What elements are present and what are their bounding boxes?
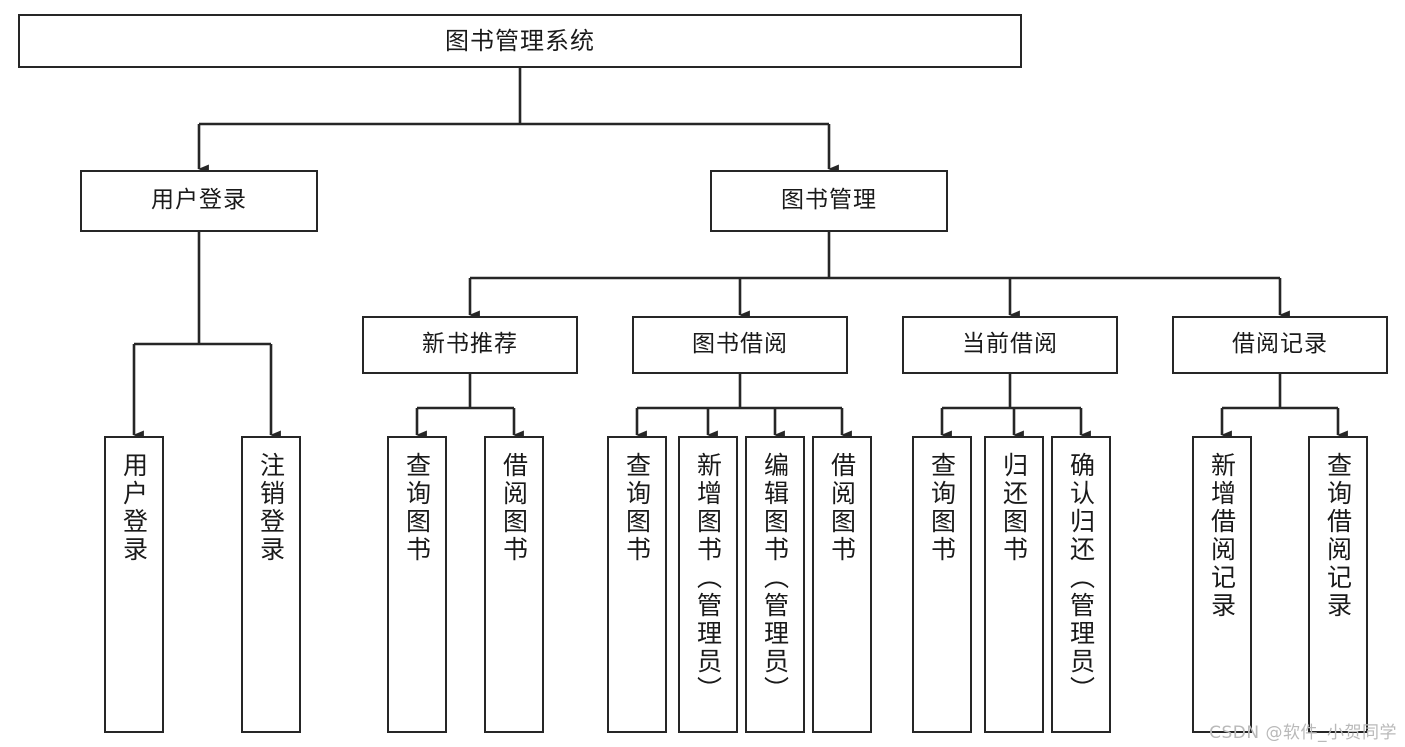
node-label: 编辑图书（管理员）: [760, 452, 790, 704]
node-label: 当前借阅: [962, 331, 1058, 358]
node-label: 借阅图书: [499, 452, 529, 564]
node-label: 图书管理: [781, 187, 877, 214]
node-label: 用户登录: [119, 452, 149, 564]
node-leaf-borrow-book[interactable]: 借阅图书: [812, 436, 872, 733]
node-label: 图书管理系统: [445, 26, 595, 55]
node-leaf-borrow-books-rec[interactable]: 借阅图书: [484, 436, 544, 733]
node-label: 查询图书: [402, 452, 432, 564]
node-label: 借阅图书: [827, 452, 857, 564]
node-leaf-add-borrow-record[interactable]: 新增借阅记录: [1192, 436, 1252, 733]
node-leaf-query-books-rec[interactable]: 查询图书: [387, 436, 447, 733]
node-label: 借阅记录: [1232, 331, 1328, 358]
node-leaf-query-books-borrow[interactable]: 查询图书: [607, 436, 667, 733]
node-root[interactable]: 图书管理系统: [18, 14, 1022, 68]
node-leaf-add-book-admin[interactable]: 新增图书（管理员）: [678, 436, 738, 733]
node-label: 查询借阅记录: [1323, 452, 1353, 620]
node-user-login[interactable]: 用户登录: [80, 170, 318, 232]
node-current-borrow[interactable]: 当前借阅: [902, 316, 1118, 374]
node-label: 确认归还（管理员）: [1066, 452, 1096, 704]
node-label: 查询图书: [927, 452, 957, 564]
node-label: 归还图书: [999, 452, 1029, 564]
node-borrow-record[interactable]: 借阅记录: [1172, 316, 1388, 374]
node-book-management[interactable]: 图书管理: [710, 170, 948, 232]
node-label: 新增借阅记录: [1207, 452, 1237, 620]
node-label: 新书推荐: [422, 331, 518, 358]
node-new-book-recommend[interactable]: 新书推荐: [362, 316, 578, 374]
node-label: 图书借阅: [692, 331, 788, 358]
node-leaf-edit-book-admin[interactable]: 编辑图书（管理员）: [745, 436, 805, 733]
node-leaf-logout[interactable]: 注销登录: [241, 436, 301, 733]
node-leaf-user-login[interactable]: 用户登录: [104, 436, 164, 733]
watermark-label: CSDN @软件_小贺同学: [1209, 723, 1397, 743]
node-label: 新增图书（管理员）: [693, 452, 723, 704]
node-leaf-query-borrow-record[interactable]: 查询借阅记录: [1308, 436, 1368, 733]
node-leaf-return-book[interactable]: 归还图书: [984, 436, 1044, 733]
node-book-borrow[interactable]: 图书借阅: [632, 316, 848, 374]
node-label: 查询图书: [622, 452, 652, 564]
node-label: 注销登录: [256, 452, 286, 564]
node-leaf-query-books-current[interactable]: 查询图书: [912, 436, 972, 733]
node-leaf-confirm-return-admin[interactable]: 确认归还（管理员）: [1051, 436, 1111, 733]
node-label: 用户登录: [151, 187, 247, 214]
